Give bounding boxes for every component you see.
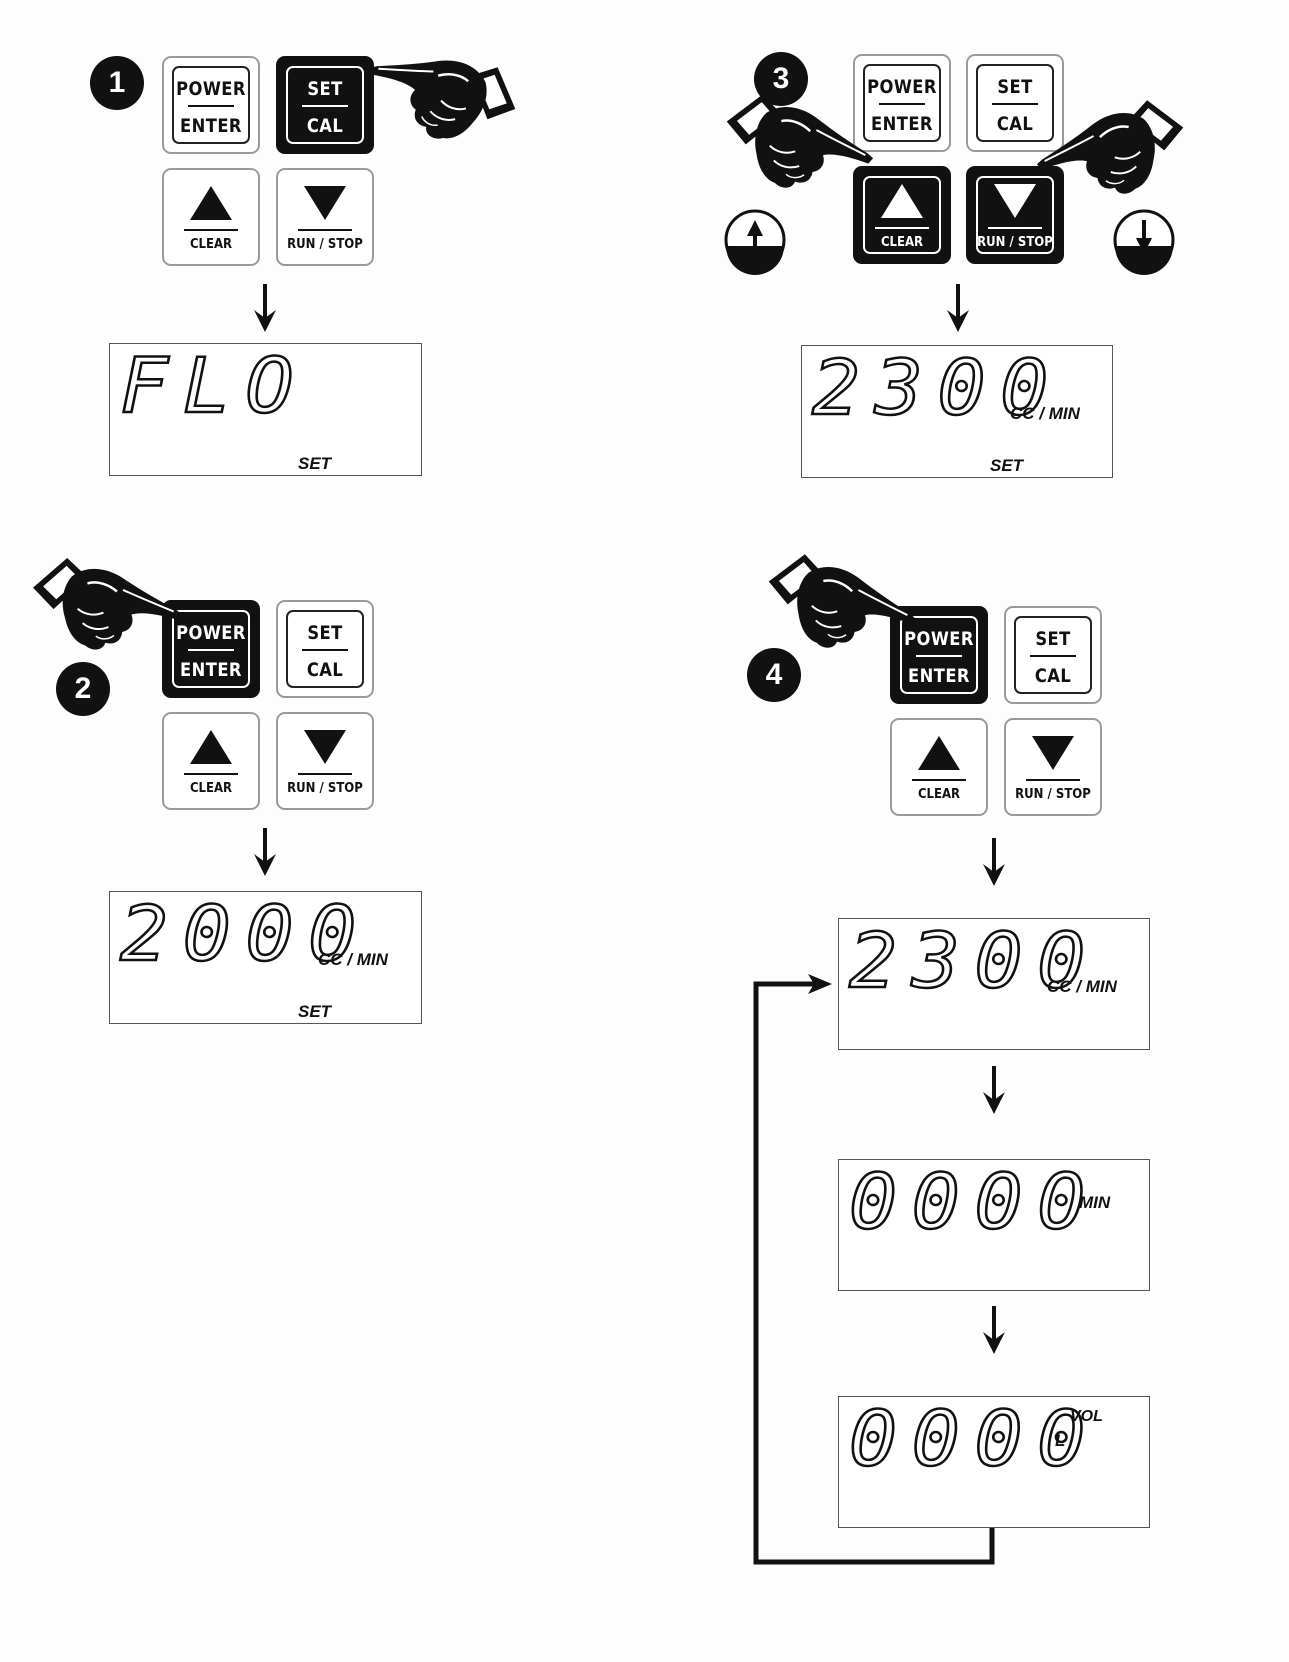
lcd-digits: 2000 xyxy=(119,889,371,978)
down-run-stop-key[interactable]: RUN / STOP xyxy=(276,168,374,266)
key-label-bottom: ENTER xyxy=(180,659,242,681)
key-label-bottom: ENTER xyxy=(180,115,242,137)
lcd-display-elapsed-time: 0000 MIN xyxy=(838,1159,1150,1291)
lcd-digits: 0000 xyxy=(848,1157,1100,1246)
pointing-hand-icon xyxy=(717,88,881,201)
key-label: CLEAR xyxy=(880,235,924,250)
power-enter-key[interactable]: POWER ENTER xyxy=(162,56,260,154)
set-cal-key[interactable]: SET CAL xyxy=(276,600,374,698)
down-arrow-icon xyxy=(252,282,278,334)
lcd-digits: 0000 xyxy=(848,1394,1100,1483)
key-label-bottom: CAL xyxy=(1034,665,1072,687)
key-label-top: POWER xyxy=(176,622,246,644)
up-triangle-icon xyxy=(918,736,960,770)
down-triangle-icon xyxy=(994,184,1036,218)
down-triangle-icon xyxy=(304,186,346,220)
lcd-unit: CC / MIN xyxy=(1010,404,1080,423)
key-label-bottom: CAL xyxy=(306,115,344,137)
power-enter-key-pressed[interactable]: POWER ENTER xyxy=(890,606,988,704)
power-enter-key[interactable]: POWER ENTER xyxy=(853,54,951,152)
power-enter-key-pressed[interactable]: POWER ENTER xyxy=(162,600,260,698)
pointing-hand-icon xyxy=(27,554,187,657)
lcd-mode-indicator: SET xyxy=(298,1002,332,1021)
down-run-stop-key[interactable]: RUN / STOP xyxy=(1004,718,1102,816)
pointing-hand-icon xyxy=(1029,94,1193,207)
key-label: RUN / STOP xyxy=(287,781,363,796)
lcd-display-step-1: FLO SET xyxy=(109,343,422,476)
down-arrow-icon xyxy=(981,1064,1007,1116)
step-2-badge: 2 xyxy=(56,662,110,716)
down-triangle-icon xyxy=(1032,736,1074,770)
key-label-bottom: CAL xyxy=(306,659,344,681)
key-label-top: SET xyxy=(307,78,343,100)
set-cal-key-pressed[interactable]: SET CAL xyxy=(276,56,374,154)
circle-up-arrow-icon xyxy=(724,209,786,275)
lcd-unit: MIN xyxy=(1079,1193,1111,1212)
lcd-unit: CC / MIN xyxy=(318,950,388,969)
key-label: CLEAR xyxy=(189,781,233,796)
lcd-digits: 2300 xyxy=(811,343,1063,432)
key-label-top: SET xyxy=(307,622,343,644)
lcd-mode-indicator: SET xyxy=(298,454,332,473)
down-arrow-icon xyxy=(252,826,278,878)
down-arrow-icon xyxy=(981,1304,1007,1356)
lcd-display-volume: 0000 L VOL xyxy=(838,1396,1150,1528)
lcd-digits: 2300 xyxy=(848,916,1100,1005)
down-run-stop-key-pressed[interactable]: RUN / STOP xyxy=(966,166,1064,264)
down-arrow-icon xyxy=(945,282,971,334)
up-clear-key-pressed[interactable]: CLEAR xyxy=(853,166,951,264)
step-1-badge: 1 xyxy=(90,56,144,110)
circle-down-arrow-icon xyxy=(1113,209,1175,275)
set-cal-key[interactable]: SET CAL xyxy=(966,54,1064,152)
key-label-top: POWER xyxy=(867,76,937,98)
up-clear-key[interactable]: CLEAR xyxy=(162,168,260,266)
key-label: RUN / STOP xyxy=(977,235,1053,250)
key-label-bottom: CAL xyxy=(996,113,1034,135)
key-label-top: POWER xyxy=(176,78,246,100)
down-run-stop-key[interactable]: RUN / STOP xyxy=(276,712,374,810)
loop-back-arrow-icon xyxy=(753,974,995,1565)
up-clear-key[interactable]: CLEAR xyxy=(890,718,988,816)
key-label-top: SET xyxy=(1035,628,1071,650)
key-label: CLEAR xyxy=(189,237,233,252)
lcd-unit-label: VOL xyxy=(1070,1408,1103,1425)
key-label: CLEAR xyxy=(917,787,961,802)
lcd-display-step-3: 2300 CC / MIN SET xyxy=(801,345,1113,478)
up-triangle-icon xyxy=(190,186,232,220)
lcd-mode-indicator: SET xyxy=(990,456,1024,475)
lcd-unit: CC / MIN xyxy=(1047,977,1117,996)
key-label: RUN / STOP xyxy=(1015,787,1091,802)
pointing-hand-icon xyxy=(353,21,529,164)
up-clear-key[interactable]: CLEAR xyxy=(162,712,260,810)
down-triangle-icon xyxy=(304,730,346,764)
key-label-bottom: ENTER xyxy=(908,665,970,687)
key-label: RUN / STOP xyxy=(287,237,363,252)
up-triangle-icon xyxy=(881,184,923,218)
down-arrow-icon xyxy=(981,836,1007,888)
set-cal-key[interactable]: SET CAL xyxy=(1004,606,1102,704)
up-triangle-icon xyxy=(190,730,232,764)
pointing-hand-icon xyxy=(759,548,923,661)
lcd-display-flow-rate: 2300 CC / MIN xyxy=(838,918,1150,1050)
key-label-top: SET xyxy=(997,76,1033,98)
lcd-unit: L xyxy=(1055,1431,1066,1450)
lcd-display-step-2: 2000 CC / MIN SET xyxy=(109,891,422,1024)
key-label-bottom: ENTER xyxy=(871,113,933,135)
lcd-digits: FLO xyxy=(119,341,309,430)
key-label-top: POWER xyxy=(904,628,974,650)
step-4-badge: 4 xyxy=(747,648,801,702)
